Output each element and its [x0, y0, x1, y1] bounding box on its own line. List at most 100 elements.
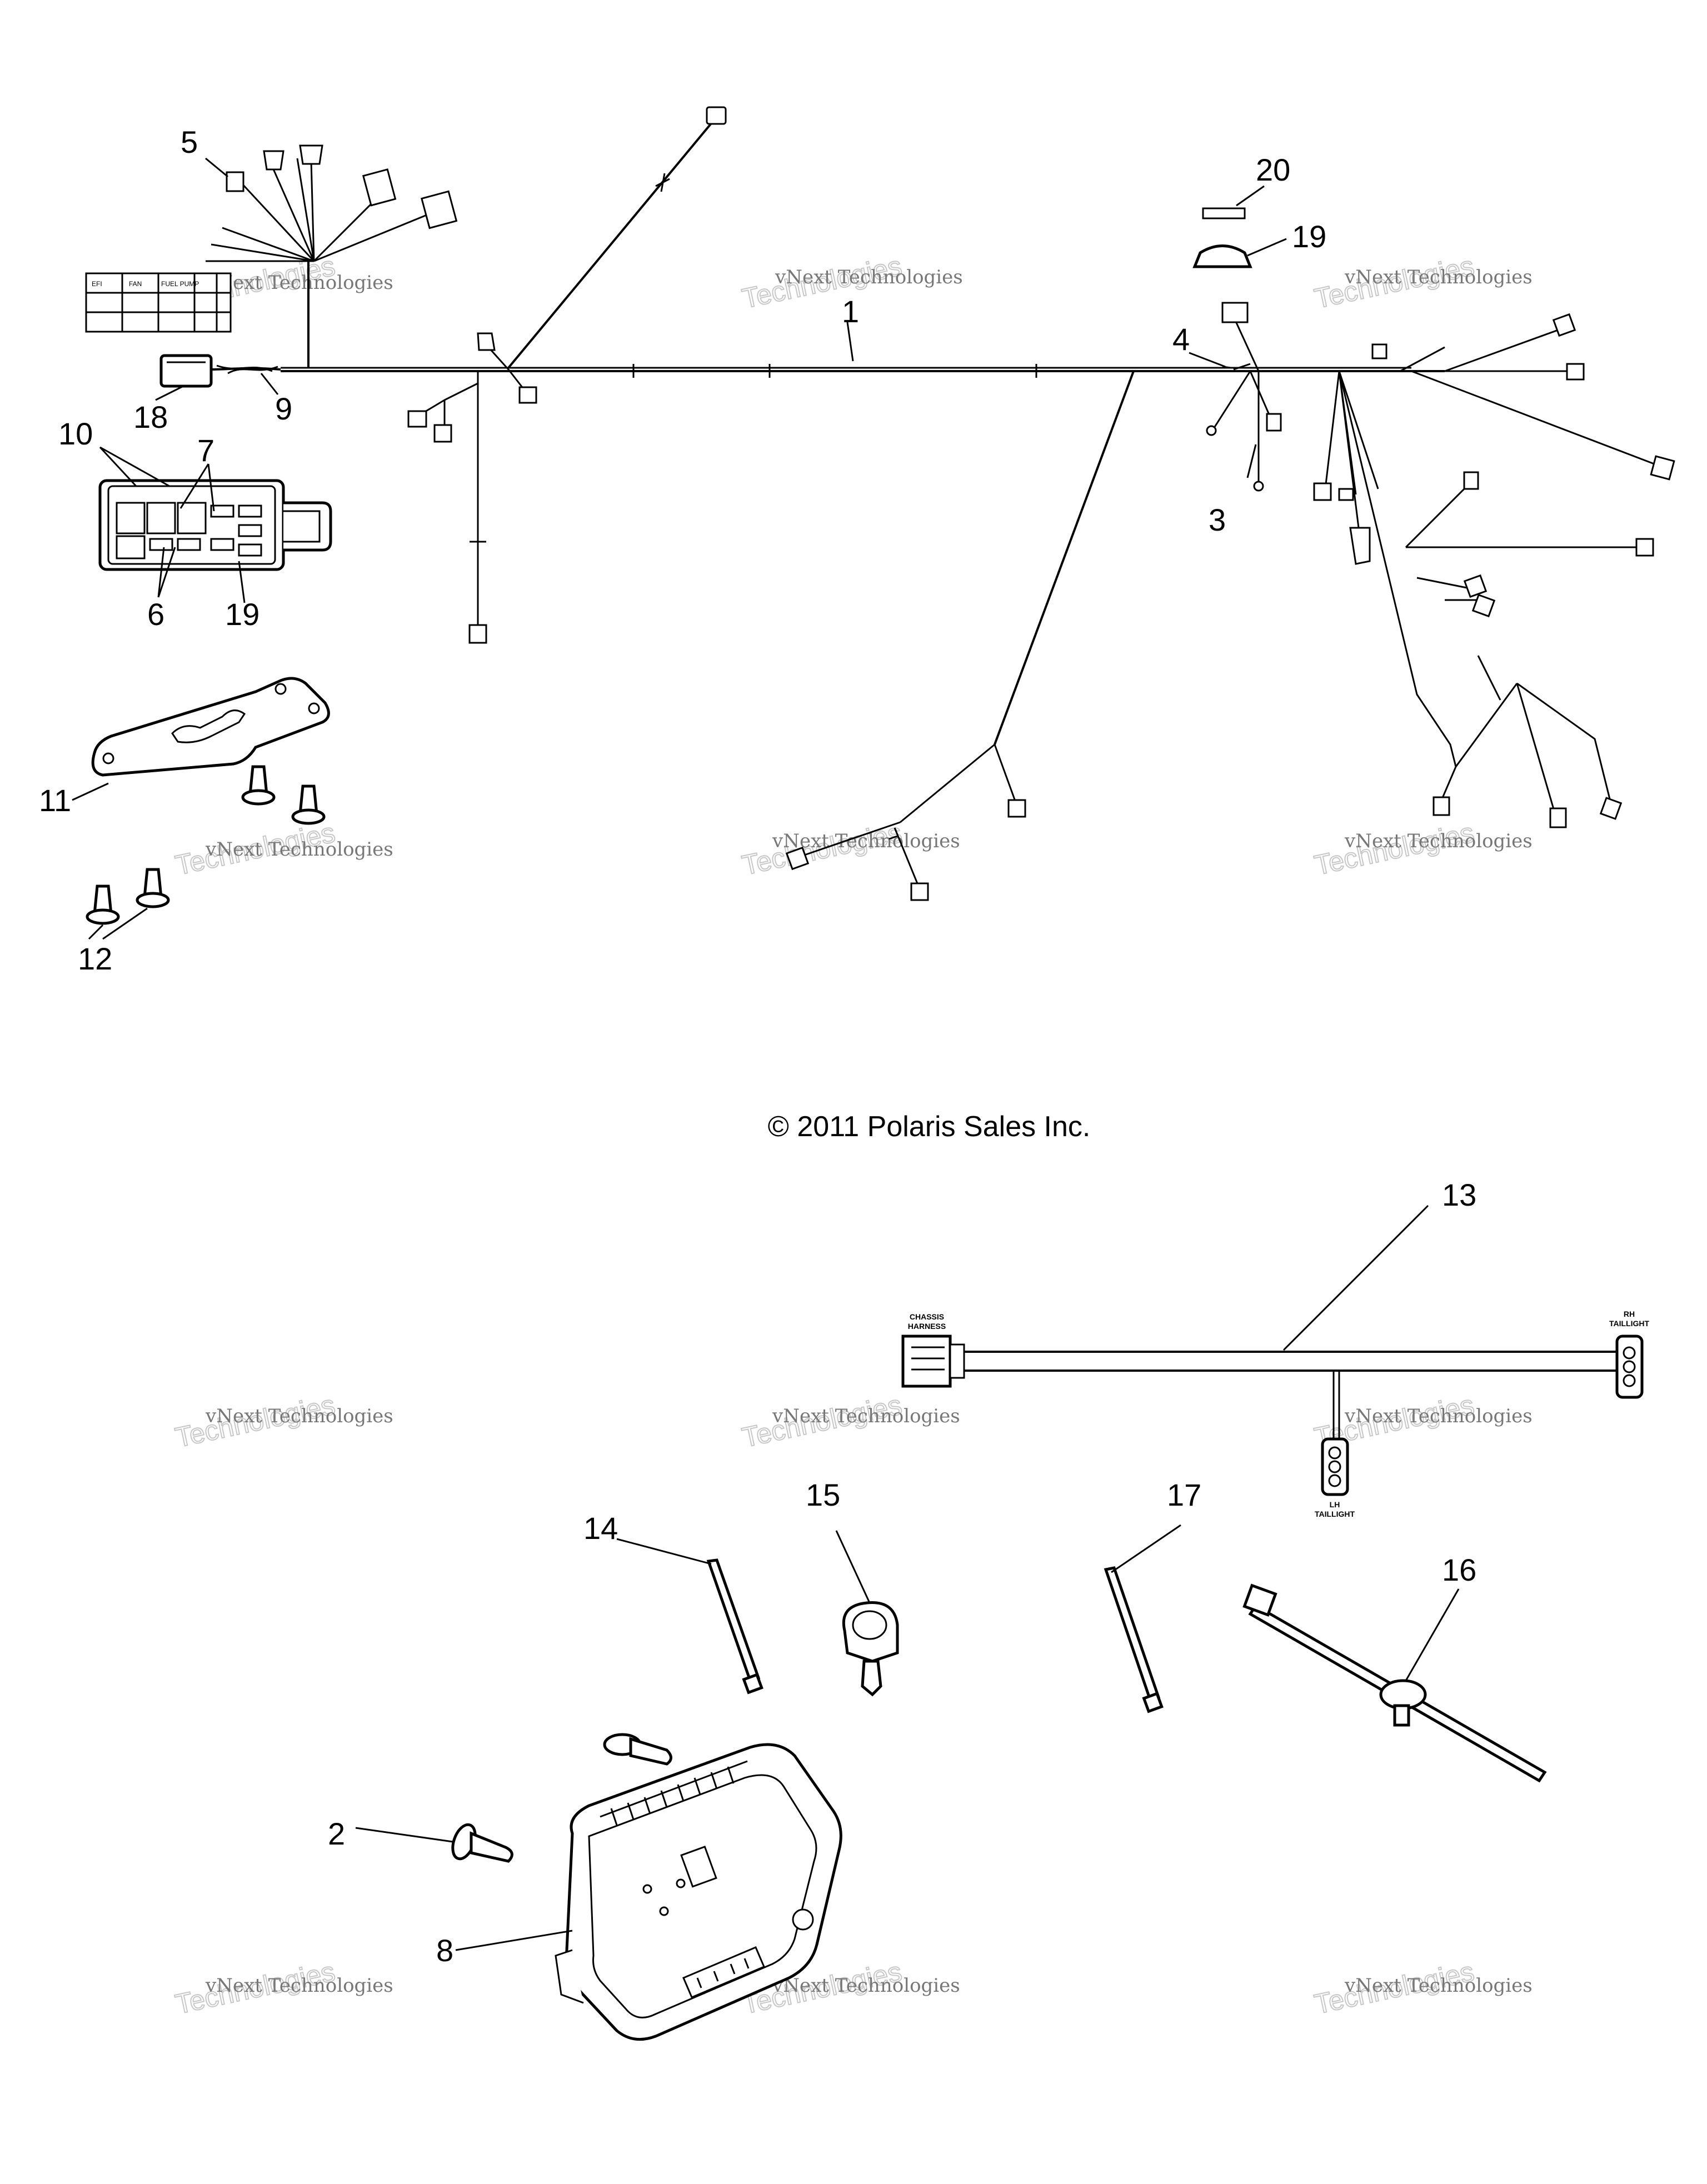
callout-1: 1 — [842, 294, 859, 329]
watermark-text: vNext Technologies — [1344, 266, 1533, 288]
housing-connector-port — [682, 1946, 765, 1998]
watermark-text: vNext Technologies — [205, 838, 393, 861]
rivets-12 — [86, 765, 326, 925]
connector-19-top — [1221, 302, 1249, 323]
fuse-slot-2 — [177, 538, 201, 551]
callout-numbers: 1 2 3 4 5 6 7 8 9 10 11 12 13 14 15 16 1… — [39, 124, 1476, 1968]
fuse-slot-1 — [149, 538, 173, 551]
lh-taillight-label: TAILLIGHT — [1315, 1510, 1355, 1518]
connector-upper-1 — [263, 150, 284, 171]
module-housing-8 — [555, 1743, 842, 2041]
callout-5: 5 — [181, 124, 198, 159]
plate-slot — [171, 709, 246, 743]
plate-hole-2 — [308, 702, 320, 714]
rivet-head — [86, 908, 120, 925]
taillight-harness-13: CHASSIS HARNESS RH TAILLIGHT LH TAILLIGH… — [901, 1310, 1650, 1518]
watermark-mid-left: Technologies vNext Technologies — [172, 816, 393, 881]
watermark-mid-right: Technologies vNext Technologies — [1311, 816, 1533, 881]
clip-15-hole — [852, 1610, 887, 1640]
connector-bottom-left — [468, 624, 487, 644]
harness-label: HARNESS — [908, 1322, 946, 1331]
rivet-4 — [136, 868, 170, 908]
callout-4: 4 — [1172, 322, 1190, 357]
relay-chart-cell-3: FUEL PUMP — [161, 280, 199, 288]
leader-12 — [88, 907, 148, 940]
lh-branch — [1332, 1371, 1340, 1439]
fuse-slot-3 — [210, 538, 234, 551]
rivet-1 — [241, 765, 276, 806]
callout-20: 20 — [1256, 152, 1290, 187]
fuse-box — [98, 479, 332, 571]
rivet-head — [291, 808, 326, 825]
connector-node4-2 — [1206, 425, 1217, 436]
chassis-connector — [901, 1335, 952, 1388]
relay-slot-4 — [116, 535, 146, 559]
rivet-2b-shank — [629, 1737, 672, 1766]
callout-6: 6 — [147, 597, 164, 632]
fuse-slot-6 — [238, 524, 262, 537]
tie-16-head — [1242, 1583, 1277, 1617]
branch-lower-middle-split — [794, 743, 1018, 889]
harness-connectors — [226, 106, 1675, 901]
connector-node4-1 — [1266, 413, 1282, 432]
cable-tie-17 — [1104, 1566, 1164, 1713]
plate-hole-1 — [102, 752, 114, 764]
watermark-text: vNext Technologies — [772, 1405, 960, 1427]
relay-chart-grid — [86, 273, 231, 332]
branch-upper-diagonal — [507, 116, 718, 369]
leader-14 — [616, 1538, 712, 1565]
fuse-slot-4 — [210, 504, 234, 518]
chassis-label: CHASSIS — [910, 1312, 944, 1321]
rivet-head — [136, 892, 170, 908]
leader-2 — [355, 1827, 453, 1843]
callout-11: 11 — [39, 783, 71, 818]
rh-taillight-label: TAILLIGHT — [1609, 1319, 1650, 1328]
branch-left-cluster — [416, 341, 529, 628]
watermark-text: vNext Technologies — [1344, 1405, 1533, 1427]
branch-lower-middle — [994, 371, 1135, 745]
chassis-connector-latch — [949, 1343, 965, 1379]
leader-17 — [1111, 1524, 1181, 1573]
label-20-body — [1202, 207, 1246, 219]
connector-right-9 — [1635, 538, 1654, 557]
callout-2: 2 — [328, 1816, 345, 1851]
rh-pin-1 — [1623, 1346, 1636, 1360]
rivet-3 — [86, 884, 120, 925]
branch-right-lower — [1438, 655, 1613, 817]
connector-right-5 — [1313, 482, 1332, 501]
rh-pin-3 — [1623, 1374, 1636, 1387]
push-rivet-2 — [451, 1823, 513, 1863]
rivet-2 — [291, 784, 326, 825]
connector-lower-2 — [910, 882, 929, 901]
callout-17: 17 — [1167, 1477, 1201, 1512]
watermark-text: vNext Technologies — [772, 1975, 960, 1997]
leader-5 — [205, 157, 228, 178]
clip-15 — [842, 1601, 899, 1697]
relay-slot-1 — [116, 502, 146, 534]
lh-pin-2 — [1328, 1460, 1341, 1473]
leader-4 — [1189, 352, 1226, 368]
harness-clips — [632, 364, 1037, 378]
rivet-2-shank — [470, 1831, 513, 1863]
callout-9: 9 — [275, 391, 292, 426]
rh-label: RH — [1624, 1310, 1635, 1318]
rivet-head — [241, 789, 276, 806]
housing-port-pins — [696, 1958, 750, 1988]
callout-3: 3 — [1209, 502, 1226, 537]
callout-10: 10 — [58, 416, 93, 451]
connector-right-2 — [1552, 313, 1576, 337]
watermark-text: vNext Technologies — [205, 1405, 393, 1427]
leader-20 — [1236, 185, 1265, 207]
leader-9 — [260, 373, 279, 395]
callout-13: 13 — [1442, 1177, 1476, 1212]
branch-right-sub — [1405, 482, 1645, 601]
connector-small-2 — [518, 386, 537, 404]
leader-8 — [455, 1930, 573, 1951]
copyright-notice: © 2011 Polaris Sales Inc. — [768, 1111, 1091, 1143]
branch-node-4 — [1213, 316, 1274, 483]
housing-ribs — [600, 1760, 748, 1826]
connector-top — [706, 106, 727, 125]
leader-1 — [846, 322, 854, 362]
connector-18 — [159, 354, 213, 388]
connector-node4-3 — [1253, 481, 1264, 492]
